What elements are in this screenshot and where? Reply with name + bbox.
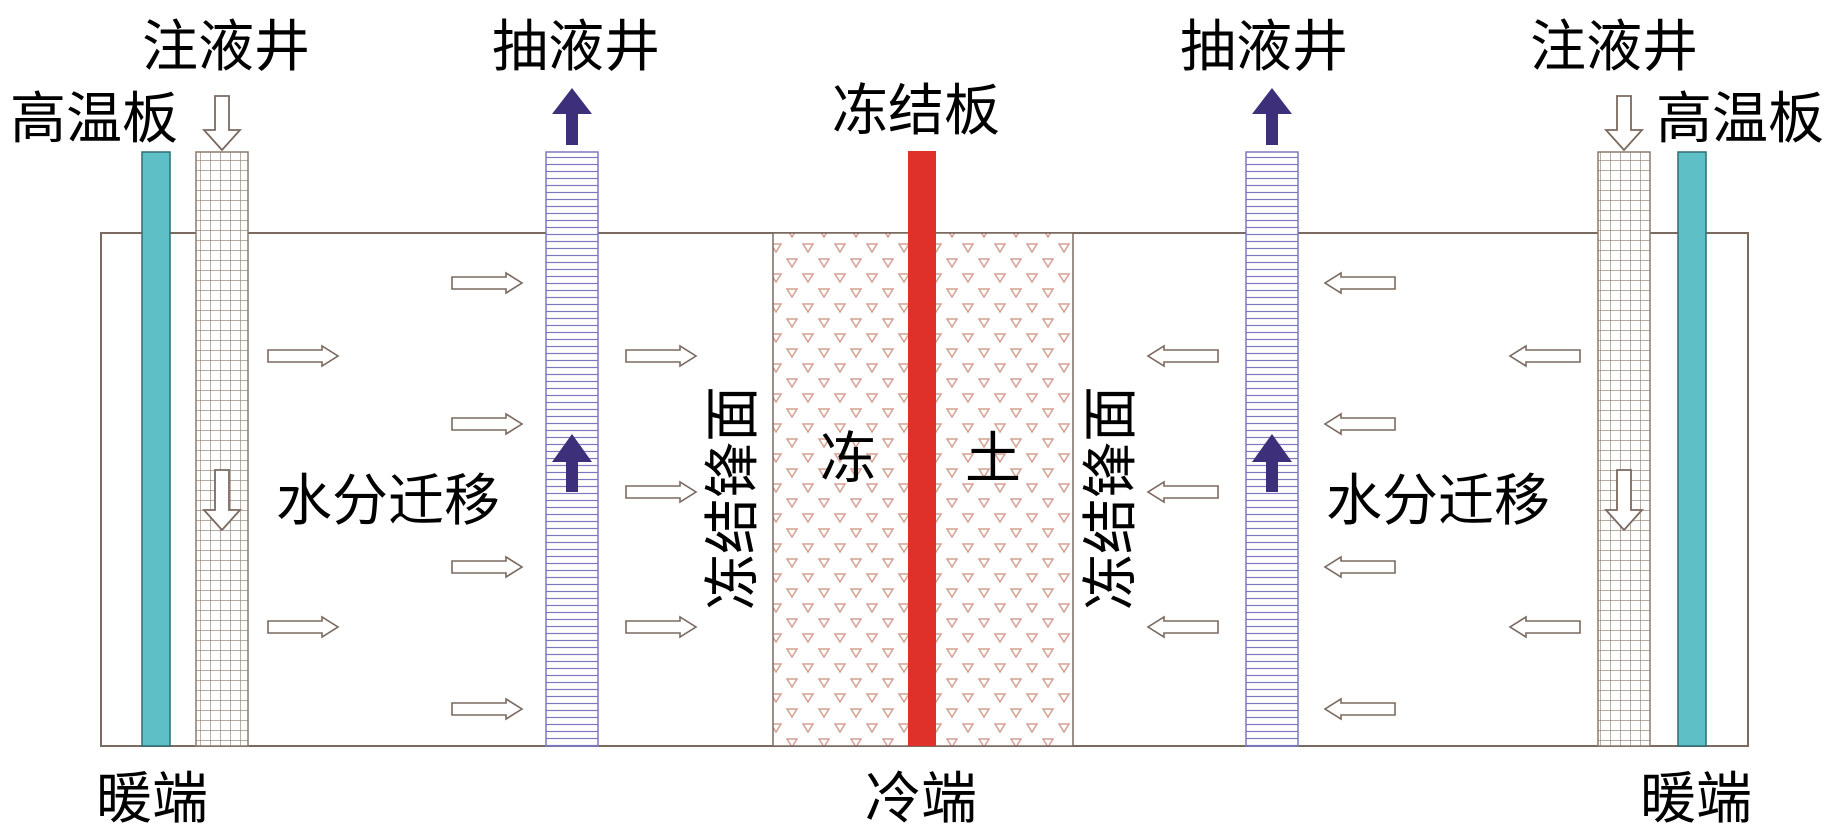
extraction-well-label-right: 抽液井 <box>1180 15 1348 80</box>
freezing-front-label-right: 冻结锋面 <box>1079 386 1144 610</box>
high-temp-plate-label-right: 高温板 <box>1656 87 1824 152</box>
warm-end-label-left: 暖端 <box>96 767 208 832</box>
injection-well-label-left: 注液井 <box>142 15 310 80</box>
flow-arrow-icon <box>451 697 524 721</box>
injection-arrow-icon <box>1603 95 1645 152</box>
flow-arrow-icon <box>1146 480 1219 504</box>
extraction-arrow-icon <box>1252 88 1292 145</box>
cold-end-label: 冷端 <box>865 767 977 832</box>
flow-arrow-icon <box>1508 615 1581 639</box>
warm-end-label-right: 暖端 <box>1640 767 1752 832</box>
extraction-well-label-left: 抽液井 <box>492 15 660 80</box>
injection-well-left <box>195 151 249 747</box>
freezing-plate <box>908 151 936 746</box>
freezing-front-label-left: 冻结锋面 <box>701 386 766 610</box>
flow-arrow-icon <box>625 615 698 639</box>
frozen-soil-label-right: 土 <box>965 427 1021 492</box>
flow-arrow-icon <box>267 344 340 368</box>
flow-arrow-icon <box>625 480 698 504</box>
injection-arrow-icon <box>201 95 243 152</box>
flow-arrow-icon <box>451 412 524 436</box>
flow-arrow-icon <box>1323 271 1396 295</box>
water-migration-label-right: 水分迁移 <box>1326 469 1550 534</box>
freezing-plate-label: 冻结板 <box>832 79 1000 144</box>
injection-well-label-right: 注液井 <box>1530 15 1698 80</box>
flow-arrow-icon <box>1323 697 1396 721</box>
flow-arrow-icon <box>1146 615 1219 639</box>
flow-arrow-icon <box>267 615 340 639</box>
flow-arrow-icon <box>451 271 524 295</box>
frozen-soil-label-left: 冻 <box>820 427 876 492</box>
high-temp-plate-label-left: 高温板 <box>10 87 178 152</box>
extraction-arrow-icon <box>552 434 592 492</box>
water-migration-label-left: 水分迁移 <box>276 469 500 534</box>
injection-arrow-icon <box>1603 469 1645 532</box>
flow-arrow-icon <box>1323 412 1396 436</box>
flow-arrow-icon <box>451 555 524 579</box>
extraction-arrow-icon <box>552 88 592 145</box>
high-temp-plate-right <box>1677 151 1707 747</box>
injection-arrow-icon <box>201 469 243 532</box>
flow-arrow-icon <box>1146 344 1219 368</box>
flow-arrow-icon <box>625 344 698 368</box>
high-temp-plate-left <box>141 151 171 747</box>
flow-arrow-icon <box>1508 344 1581 368</box>
extraction-arrow-icon <box>1252 434 1292 492</box>
flow-arrow-icon <box>1323 555 1396 579</box>
injection-well-right <box>1597 151 1651 747</box>
